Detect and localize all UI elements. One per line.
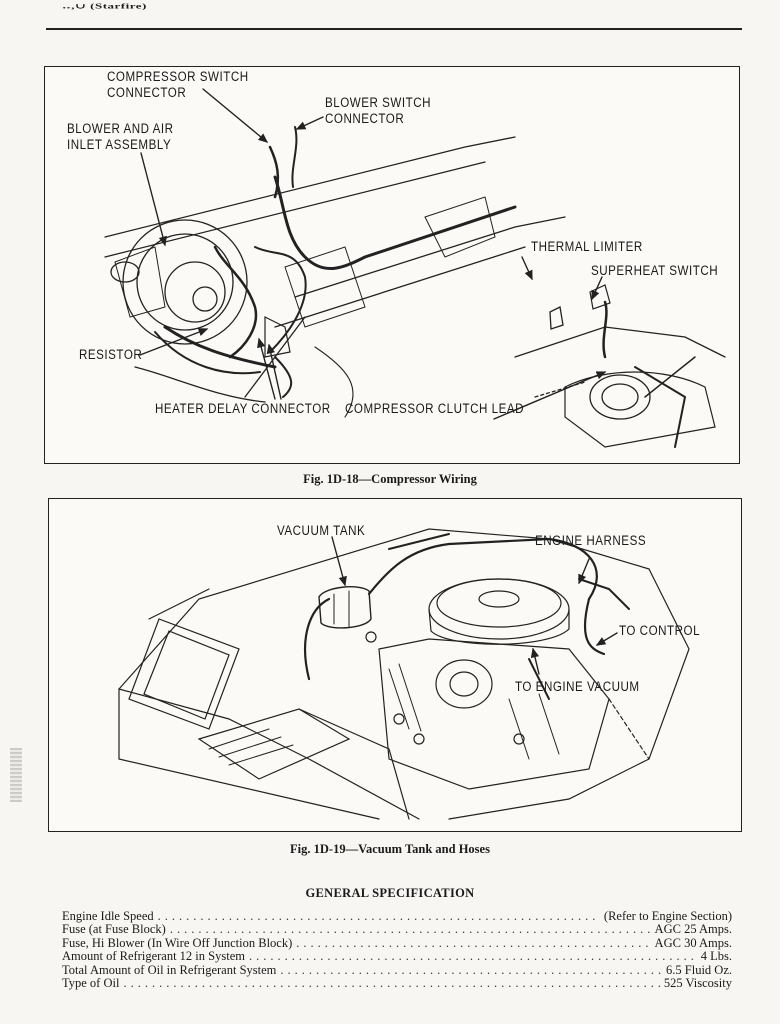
label-blower-air-inlet-assembly: BLOWER AND AIR INLET ASSEMBLY bbox=[67, 121, 174, 152]
figure-compressor-wiring: COMPRESSOR SWITCH CONNECTOR BLOWER SWITC… bbox=[44, 66, 740, 464]
dot-leader: ........................................… bbox=[123, 976, 659, 990]
caption-figure-1d-19: Fig. 1D-19—Vacuum Tank and Hoses bbox=[290, 842, 490, 856]
label-thermal-limiter: THERMAL LIMITER bbox=[531, 239, 643, 254]
spec-value: 6.5 Fluid Oz. bbox=[666, 962, 732, 977]
label-to-control: TO CONTROL bbox=[619, 623, 701, 638]
spec-name: Type of Oil bbox=[62, 975, 120, 990]
spec-value: AGC 25 Amps. bbox=[654, 922, 732, 937]
spec-title: GENERAL SPECIFICATION bbox=[305, 886, 475, 900]
dot-leader: ........................................… bbox=[169, 923, 651, 937]
spec-row: Fuse, Hi Blower (In Wire Off Junction Bl… bbox=[62, 935, 732, 950]
spec-row: Engine Idle Speed ......................… bbox=[62, 909, 732, 923]
label-vacuum-tank: VACUUM TANK bbox=[277, 523, 366, 538]
spec-name: Fuse, Hi Blower (In Wire Off Junction Bl… bbox=[62, 935, 293, 950]
spec-name: Total Amount of Oil in Refrigerant Syste… bbox=[62, 962, 277, 977]
label-blower-switch-connector: BLOWER SWITCH CONNECTOR bbox=[325, 95, 432, 126]
label-to-engine-vacuum: TO ENGINE VACUUM bbox=[515, 679, 640, 694]
label-resistor: RESISTOR bbox=[79, 347, 143, 362]
spec-value: AGC 30 Amps. bbox=[654, 935, 732, 950]
label-compressor-switch-connector: COMPRESSOR SWITCH CONNECTOR bbox=[107, 69, 249, 100]
label-heater-delay-connector: HEATER DELAY CONNECTOR bbox=[155, 401, 331, 416]
dot-leader: ........................................… bbox=[157, 910, 600, 923]
spec-name: Amount of Refrigerant 12 in System bbox=[62, 949, 245, 964]
spec-row: Total Amount of Oil in Refrigerant Syste… bbox=[62, 962, 732, 977]
label-superheat-switch: SUPERHEAT SWITCH bbox=[591, 263, 719, 278]
caption-figure-1d-18: Fig. 1D-18—Compressor Wiring bbox=[303, 472, 477, 486]
vacuum-tank-illustration bbox=[118, 528, 690, 820]
scan-smudge bbox=[10, 748, 22, 802]
spec-row: Fuse (at Fuse Block) ...................… bbox=[62, 922, 732, 937]
dot-leader: ........................................… bbox=[280, 963, 662, 977]
spec-name: Engine Idle Speed bbox=[62, 909, 154, 923]
spec-list: Engine Idle Speed ......................… bbox=[62, 909, 732, 990]
spec-row: Type of Oil ............................… bbox=[62, 975, 732, 990]
spec-value: (Refer to Engine Section) bbox=[603, 909, 732, 923]
spec-row: Amount of Refrigerant 12 in System .....… bbox=[62, 949, 732, 964]
dot-leader: ........................................… bbox=[296, 936, 650, 950]
header-rule bbox=[46, 28, 742, 30]
spec-name: Fuse (at Fuse Block) bbox=[62, 922, 166, 937]
compressor-wiring-illustration bbox=[104, 88, 726, 448]
spec-value: 4 Lbs. bbox=[700, 949, 732, 964]
dot-leader: ........................................… bbox=[248, 950, 697, 964]
spec-value: 525 Viscosity bbox=[663, 975, 732, 990]
page-header: ‥,∪ (Starfire) bbox=[62, 2, 147, 11]
figure-vacuum-tank-hoses: VACUUM TANK ENGINE HARNESS TO CONTROL TO… bbox=[48, 498, 742, 832]
label-compressor-clutch-lead: COMPRESSOR CLUTCH LEAD bbox=[345, 401, 525, 416]
label-engine-harness: ENGINE HARNESS bbox=[535, 533, 647, 548]
